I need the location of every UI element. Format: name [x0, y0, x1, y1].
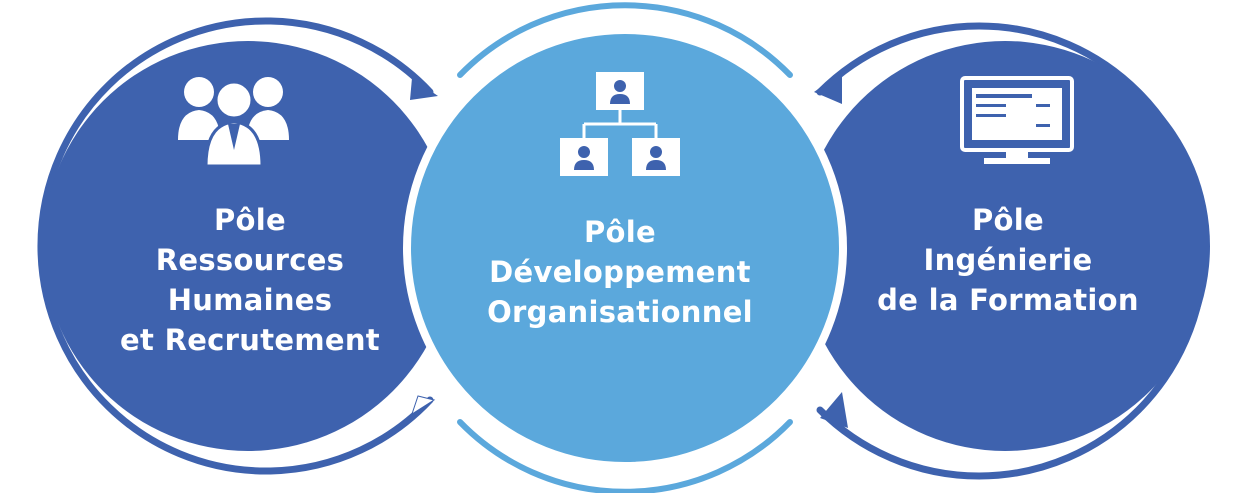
- pole-if-line-3: de la Formation: [877, 283, 1139, 317]
- pole-rh-line-1: Pôle: [214, 203, 286, 237]
- org-chart-icon: [560, 72, 680, 176]
- right-ring-arrow-bottom-icon: [820, 392, 848, 428]
- left-ring-arrow-top-icon: [410, 78, 438, 100]
- left-pole-circle: [43, 41, 453, 451]
- pole-rh-label: Pôle Ressources Humaines et Recrutement: [70, 200, 430, 360]
- pole-rh-line-2: Ressources: [155, 243, 345, 277]
- pole-if-line-1: Pôle: [972, 203, 1044, 237]
- center-ring-arc-bottom: [457, 419, 793, 493]
- pole-if-line-2: Ingénierie: [923, 243, 1093, 277]
- center-ring-arc-top: [457, 2, 793, 78]
- pole-rh-line-3: Humaines: [167, 283, 333, 317]
- people-group-icon: [178, 77, 289, 168]
- pole-do-line-3: Organisationnel: [487, 295, 753, 329]
- left-ring-arc: [37, 17, 434, 475]
- right-pole-circle: [800, 41, 1210, 451]
- computer-monitor-icon: [960, 76, 1074, 164]
- left-ring-arrow-bottom-icon: [411, 395, 436, 416]
- right-ring-arrow-top-icon: [814, 72, 842, 104]
- pole-do-label: Pôle Développement Organisationnel: [435, 212, 805, 332]
- pole-if-label: Pôle Ingénierie de la Formation: [818, 200, 1198, 320]
- pole-do-line-2: Développement: [489, 255, 751, 289]
- center-pole-circle: [403, 26, 847, 470]
- pole-do-line-1: Pôle: [584, 215, 656, 249]
- pole-rh-line-4: et Recrutement: [120, 323, 380, 357]
